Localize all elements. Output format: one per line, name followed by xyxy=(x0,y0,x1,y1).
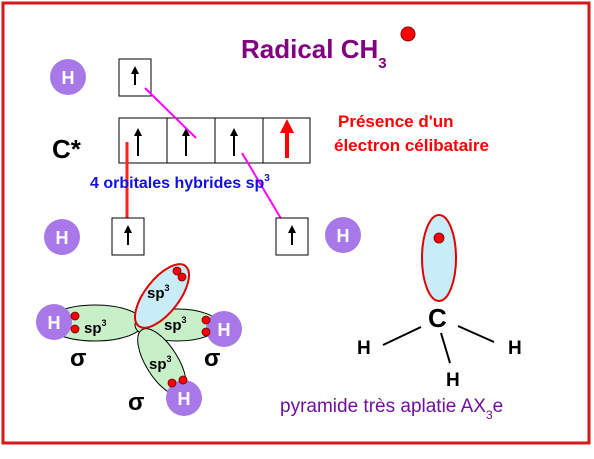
sp3-label-left: sp3 xyxy=(84,318,107,337)
electron-dot-icon xyxy=(201,315,211,325)
hydrogen-label: H xyxy=(48,313,61,333)
sp3-label-radical: sp3 xyxy=(147,283,170,302)
electron-dot-icon xyxy=(70,324,80,334)
hydrogen-atom xyxy=(50,59,86,95)
title-subscript: 3 xyxy=(378,55,386,72)
sigma-label: σ xyxy=(128,389,144,416)
sp3-orbital-figure: H H H sp3 sp3 sp3 sp3 σ σ σ xyxy=(36,263,242,416)
electron-dot-icon xyxy=(201,327,211,337)
electron-dot-icon xyxy=(70,311,80,321)
sp3-label-down: sp3 xyxy=(149,354,172,373)
electron-dot-icon xyxy=(433,232,445,244)
sp3-label-right: sp3 xyxy=(164,315,187,334)
carbon-star-label: C* xyxy=(52,134,82,164)
hydrogen-label-left: H xyxy=(357,338,371,359)
orbitals-label-superscript: 3 xyxy=(264,173,270,184)
slide-frame xyxy=(1,1,591,445)
hydrogen-atom xyxy=(166,380,202,416)
sp3-lobe-radical xyxy=(134,263,190,329)
carbon-label: C xyxy=(428,303,447,333)
orbital-box-3 xyxy=(214,117,264,164)
hydrogen-atom xyxy=(325,217,361,253)
hydrogen-atom xyxy=(36,304,72,340)
sigma-label: σ xyxy=(70,345,86,372)
hydrogen-label-right: H xyxy=(508,338,522,359)
geometry-tail: e xyxy=(493,396,504,417)
radical-lobe xyxy=(421,214,457,302)
orbital-box-2 xyxy=(166,117,216,164)
note-line-2: électron célibataire xyxy=(334,136,489,155)
hydrogen-atom xyxy=(206,311,242,347)
bond-left xyxy=(382,326,422,346)
hydrogen-label: H xyxy=(337,226,350,246)
hydrogen-atom xyxy=(44,219,80,255)
bond-bottom xyxy=(440,332,451,364)
geometry-label: pyramide très aplatie AX3e xyxy=(280,396,503,422)
electron-dot-icon xyxy=(172,266,182,276)
hydrogen-label-bottom: H xyxy=(446,370,460,391)
hydrogen-label: H xyxy=(218,320,231,340)
pyramid-structure: C H H H xyxy=(357,214,522,391)
electron-dot-icon xyxy=(400,26,416,42)
electron-dot-icon xyxy=(178,375,188,385)
geometry-subscript: 3 xyxy=(486,408,493,422)
hydrogen-label: H xyxy=(178,389,191,409)
connector-magenta-1 xyxy=(144,87,197,139)
bond-right xyxy=(457,325,495,343)
electron-dot-icon xyxy=(177,272,187,282)
hydrogen-label: H xyxy=(56,228,69,248)
sigma-label: σ xyxy=(204,345,220,372)
note-line-1: Présence d'un xyxy=(338,112,454,131)
electron-dot-icon xyxy=(167,378,177,388)
hydrogen-label: H xyxy=(62,68,75,88)
orbitals-label: 4 orbitales hybrides sp3 xyxy=(90,173,270,192)
title: Radical CH3 xyxy=(241,34,387,72)
